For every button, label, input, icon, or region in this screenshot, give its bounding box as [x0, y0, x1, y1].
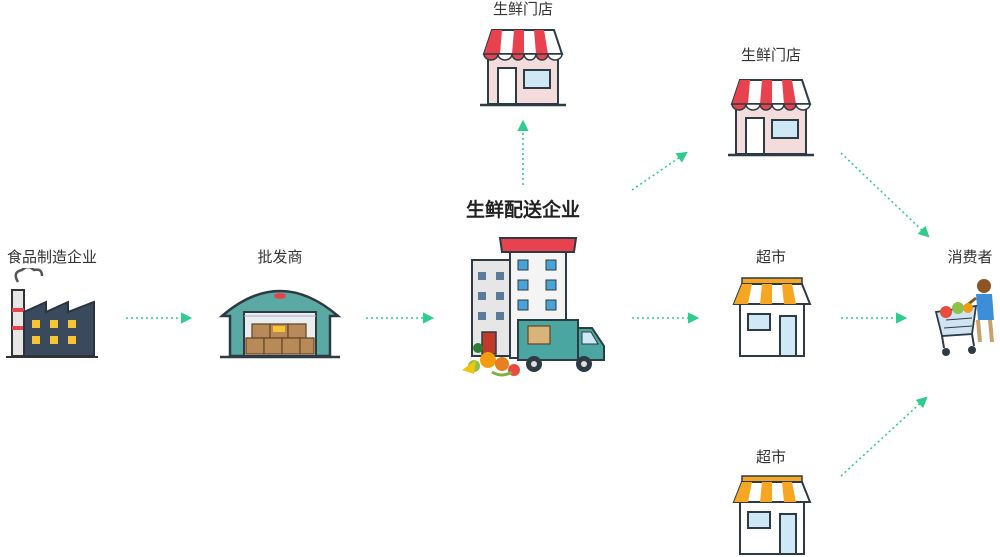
warehouse-icon — [218, 289, 342, 359]
wholesaler-label: 批发商 — [257, 248, 303, 266]
consumer-label: 消费者 — [947, 248, 993, 266]
store-right-label: 生鲜门店 — [740, 46, 802, 64]
distributor-label: 生鲜配送企业 — [465, 199, 581, 221]
store-top-label: 生鲜门店 — [492, 0, 554, 18]
supermarket-mid-icon — [732, 277, 812, 357]
arrow-distributor-to-store-right — [631, 151, 688, 191]
fresh-store-right-icon — [728, 79, 814, 157]
supermarket-mid-label: 超市 — [755, 248, 787, 266]
shopper-cart-icon — [934, 279, 994, 356]
supermarket-bottom-icon — [732, 475, 812, 555]
fresh-store-top-icon — [480, 29, 566, 107]
factory-icon — [6, 268, 98, 358]
manufacturer-label: 食品制造企业 — [6, 248, 98, 266]
distribution-center-icon — [462, 237, 605, 377]
supermarket-bottom-label: 超市 — [755, 448, 787, 466]
arrow-store-to-consumer — [840, 152, 930, 238]
arrow-supermarket-bottom-to-consumer — [840, 396, 928, 477]
